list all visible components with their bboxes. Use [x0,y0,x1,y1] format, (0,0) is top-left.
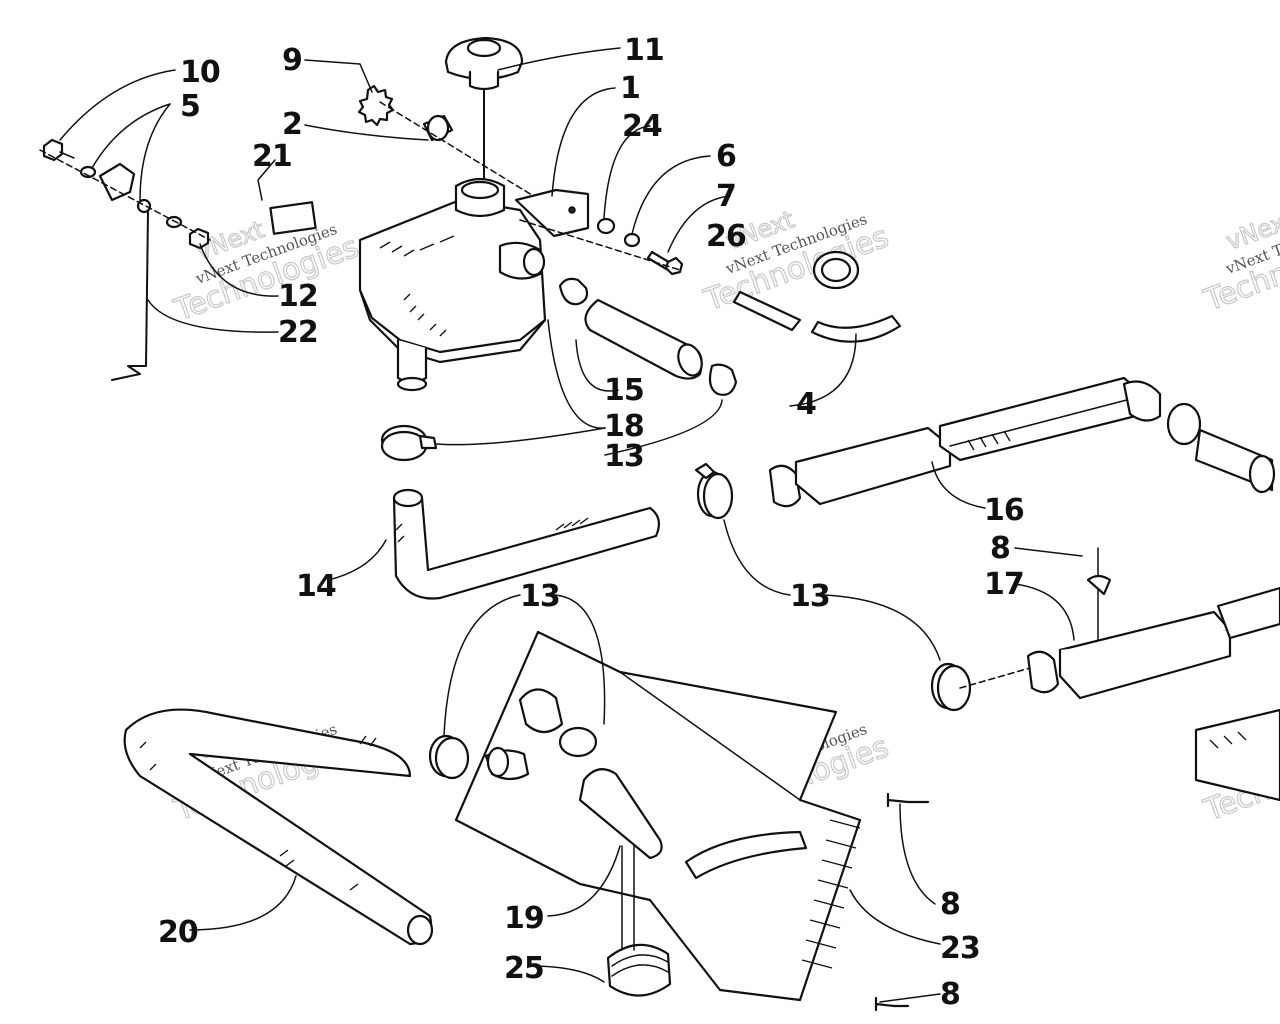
callout-17: 17 [984,567,1024,602]
callout-1: 1 [620,71,640,106]
callout-26: 26 [706,219,746,254]
hose-clamp-18 [380,424,438,462]
hose-15 [558,277,738,396]
hose-20 [123,708,434,946]
callout-13-mid: 13 [790,579,830,614]
callout-15: 15 [604,373,644,408]
callout-13-lower: 13 [520,579,560,614]
hose-right-upper [1166,402,1276,494]
callout-24: 24 [622,109,662,144]
hose-clamp-25 [606,943,672,997]
callout-8-rivet-mid: 8 [940,887,960,922]
hose-19 [578,768,808,880]
callout-20: 20 [158,915,198,950]
right-edge-parts [1194,708,1280,802]
decal [269,201,317,235]
star-washer-and-spacer [357,84,541,201]
hose-clamp-13-right [930,662,1031,712]
callout-25: 25 [504,951,544,986]
callout-4: 4 [796,387,816,422]
callout-14: 14 [296,569,336,604]
rivets [874,792,930,1012]
callout-13-tank: 13 [604,439,644,474]
callout-8-rivet-top: 8 [990,531,1010,566]
radiator-cap [444,36,524,187]
leader-lines [59,47,1083,1003]
radiator-23 [454,630,862,1002]
callout-5: 5 [180,89,200,124]
callout-16: 16 [984,493,1024,528]
callout-8-rivet-bottom: 8 [940,977,960,1012]
callout-12: 12 [278,279,318,314]
callout-21: 21 [252,139,292,174]
coolant-tank [358,177,590,392]
callout-6: 6 [716,139,736,174]
callout-19: 19 [504,901,544,936]
callout-2: 2 [282,107,302,142]
heat-exchanger-17 [1026,547,1280,700]
callout-11: 11 [624,33,664,68]
callout-7: 7 [716,179,736,214]
callout-22: 22 [278,315,318,350]
callout-23: 23 [940,931,980,966]
callout-18: 18 [604,409,644,444]
mounting-hardware-left [39,138,211,381]
hose-clamp-13-lower [428,688,598,781]
overflow-hose [732,250,902,343]
hose-14 [392,488,661,600]
callout-10: 10 [180,55,220,90]
tank-mount-hardware [519,217,684,276]
heat-exchanger-16 [768,376,1162,508]
callout-9: 9 [282,43,302,78]
hose-clamp-13-upper [694,462,734,520]
callout-labels: 10 5 9 2 21 12 22 11 1 24 6 7 26 4 15 18… [158,33,1025,1012]
